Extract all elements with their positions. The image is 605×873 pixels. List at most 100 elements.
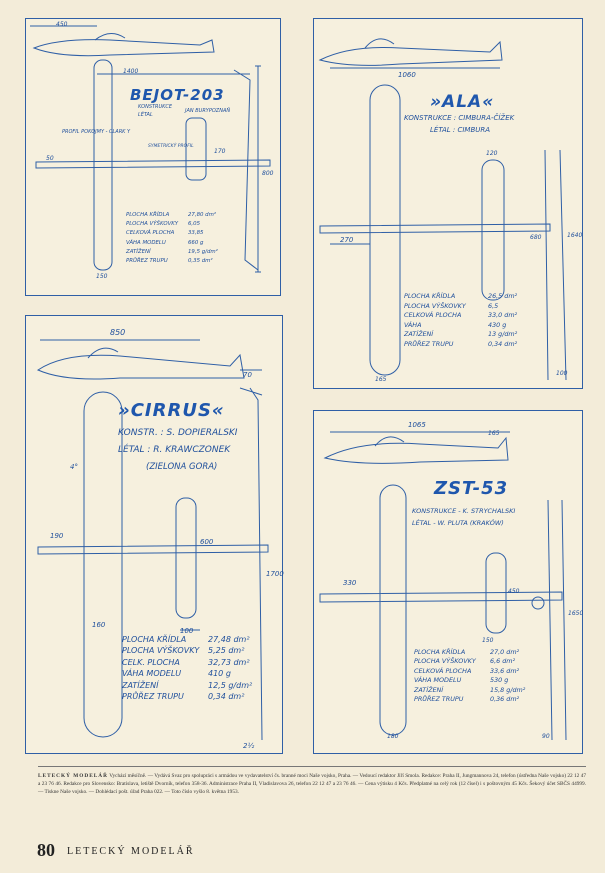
stat-value: 15,8 g/dm²: [490, 685, 526, 694]
stat-key: ZATÍŽENÍ: [122, 680, 159, 690]
stat-key: PLOCHA VÝŠKOVKY: [414, 657, 476, 666]
magazine-name: LETECKÝ MODELÁŘ: [67, 846, 195, 857]
stat-value: 6,6 dm²: [490, 657, 516, 666]
footer-rule: [38, 766, 586, 767]
stat-value: 27,48 dm²: [208, 635, 250, 644]
stat-key: CELK. PLOCHA: [122, 657, 180, 667]
stat-value: 27,0 dm²: [490, 648, 520, 656]
stat-value: 33,85: [188, 230, 204, 237]
dim-label: 180: [387, 733, 399, 740]
imprint-masthead: LETECKÝ MODELÁŘ: [38, 773, 108, 779]
stat-value: 6,05: [188, 221, 201, 228]
stat-value: 660 g: [188, 239, 204, 246]
stat-value: 430 g: [488, 320, 507, 329]
dim-label: 70: [243, 371, 252, 379]
stat-value: 13 g/dm²: [488, 330, 518, 339]
credit-label: (ZIELONA GORA): [146, 462, 218, 472]
bejot-side-view: [30, 25, 215, 57]
stat-value: 5,25 dm²: [208, 646, 245, 656]
plane-title-ala: »ALA«: [430, 92, 495, 112]
dim-label: 90: [542, 733, 550, 740]
cirrus-plan-view: [37, 387, 269, 741]
stat-key: CELKOVÁ PLOCHA: [414, 666, 472, 675]
dim-label: 100: [180, 627, 194, 635]
zst53-side-view: [323, 431, 510, 464]
dim-label: 800: [262, 170, 274, 177]
stat-value: 530 g: [490, 676, 509, 685]
stats-cirrus: PLOCHA KŘÍDLA 27,48 dm² PLOCHA VÝŠKOVKY 5,…: [122, 634, 252, 702]
imprint-body: Vychází měsíčně. — Vydává Svaz pro spolu…: [38, 773, 586, 795]
credit-label: LÉTAL : R. KRAWCZONEK: [118, 445, 231, 455]
stat-key: PLOCHA KŘÍDLA: [126, 212, 170, 218]
dim-label: 165: [375, 376, 387, 383]
stat-key: CELKOVÁ PLOCHA: [126, 230, 175, 237]
stat-key: PRŮŘEZ TRUPU: [414, 695, 464, 704]
credit-label: KONSTRUKCE - K. STRYCHALSKI: [412, 507, 516, 515]
dim-label: 1400: [123, 68, 139, 75]
stat-key: PRŮŘEZ TRUPU: [122, 692, 184, 702]
stat-key: ZATÍŽENÍ: [126, 248, 151, 255]
dim-label: 160: [92, 621, 106, 629]
stat-key: ZATÍŽENÍ: [414, 685, 444, 694]
stat-value: 0,36 dm²: [490, 695, 520, 704]
credit-label: KONSTRUKCE : CIMBURA-ČÍŽEK: [404, 114, 515, 122]
stat-key: PLOCHA KŘÍDLA: [404, 292, 456, 300]
panel-zst53: [313, 410, 583, 754]
stat-value: 0,34 dm²: [488, 339, 518, 348]
dim-label: 190: [50, 532, 64, 540]
credit-label: KONSTRUKCE: [138, 104, 172, 110]
dim-label: 100: [556, 370, 568, 377]
credit-value: JAN BURYPOZNAŇ: [185, 108, 231, 114]
stat-key: VÁHA MODELU: [126, 239, 166, 246]
plane-title-cirrus: »CIRRUS«: [118, 400, 225, 421]
stat-key: VÁHA MODELU: [414, 676, 462, 685]
stat-value: 32,73 dm²: [208, 657, 250, 667]
stat-value: 27,80 dm²: [188, 212, 216, 218]
dim-label: 450: [508, 588, 520, 595]
stat-value: 12,5 g/dm²: [208, 680, 253, 690]
imprint-text: LETECKÝ MODELÁŘ Vychází měsíčně. — Vydáv…: [38, 772, 586, 796]
stat-key: PLOCHA VÝŠKOVKY: [404, 301, 466, 310]
plane-title-zst53: ZST-53: [434, 478, 509, 499]
cirrus-side-view: [36, 339, 262, 380]
stat-value: 0,35 dm²: [188, 258, 213, 265]
zst53-plan-view: [319, 484, 567, 741]
stat-value: 26,5 dm²: [488, 292, 518, 300]
dim-label: 600: [200, 538, 214, 546]
dim-label: 1060: [398, 71, 416, 79]
dim-label: 1640: [567, 232, 583, 239]
stat-value: 19,5 g/dm²: [188, 248, 218, 255]
stat-value: 33,6 dm²: [490, 666, 520, 675]
credit-label: LÉTAL - W. PLUTA (KRAKÓW): [412, 519, 504, 527]
dim-label: 170: [214, 148, 226, 155]
dim-label: 150: [482, 637, 494, 644]
stat-key: PRŮŘEZ TRUPU: [404, 339, 454, 348]
dim-label: 1700: [266, 570, 284, 578]
panel-bejot: [25, 18, 281, 296]
stat-key: ZATÍŽENÍ: [404, 330, 434, 339]
credit-label: LÉTAL : CIMBURA: [430, 126, 491, 134]
profile-note: SYMETRICKÝ PROFIL: [148, 144, 194, 149]
stat-value: 6,5: [488, 301, 499, 310]
dim-label: 2½: [243, 742, 255, 750]
dim-label: 680: [530, 234, 542, 241]
stat-value: 33,0 dm²: [488, 311, 518, 320]
dim-label: 120: [486, 150, 498, 157]
dim-label: 150: [96, 273, 108, 280]
stat-key: PLOCHA KŘÍDLA: [122, 635, 187, 644]
dim-label: 165: [488, 430, 500, 437]
dim-label: 330: [343, 579, 357, 587]
stat-key: PRŮŘEZ TRUPU: [126, 258, 168, 265]
stat-value: 410 g: [208, 669, 231, 679]
stat-key: PLOCHA VÝŠKOVKY: [122, 646, 200, 656]
dim-label: 50: [46, 155, 54, 162]
stat-key: CELKOVÁ PLOCHA: [404, 311, 462, 320]
dim-label: 850: [110, 328, 126, 337]
bejot-plan-view: [35, 59, 271, 273]
stat-key: VÁHA: [404, 320, 422, 329]
plane-title-bejot: BEJOT-203: [130, 86, 225, 104]
dim-label: 1650: [568, 610, 584, 617]
